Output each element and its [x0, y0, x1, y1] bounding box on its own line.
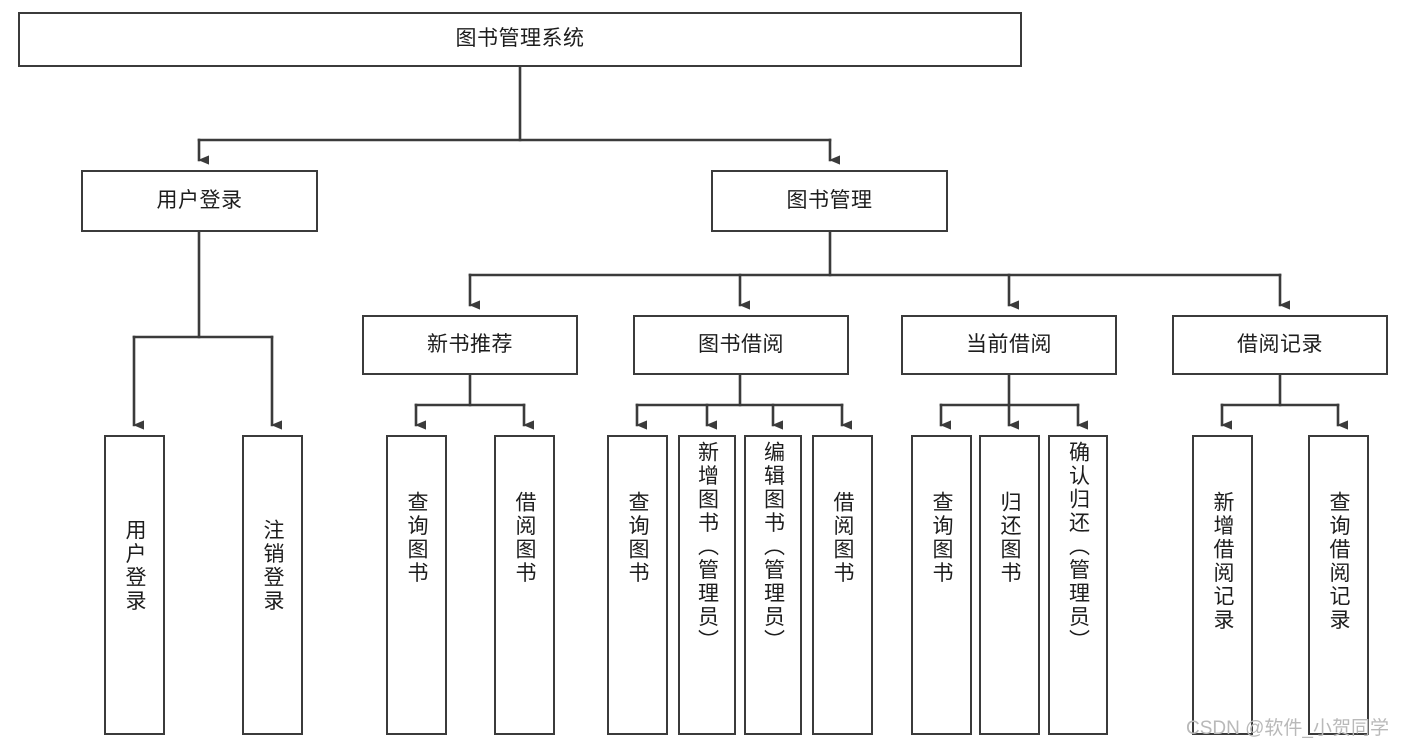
leaf-user-login-login[interactable]: 用户登录 — [104, 435, 165, 735]
node-label: 用户登录 — [156, 188, 243, 212]
leaf-user-login-logout[interactable]: 注销登录 — [242, 435, 303, 735]
node-label: 借阅图书 — [831, 491, 854, 585]
node-label: 用户登录 — [123, 519, 146, 613]
node-book-management[interactable]: 图书管理 — [711, 170, 948, 232]
leaf-current-borrow-confirm-return-admin[interactable]: 确认归还（管理员） — [1048, 435, 1108, 735]
node-label: 查询图书 — [626, 491, 649, 585]
leaf-book-borrow-edit-book-admin[interactable]: 编辑图书（管理员） — [744, 435, 802, 735]
node-user-login[interactable]: 用户登录 — [81, 170, 318, 232]
node-label: 归还图书 — [998, 491, 1021, 585]
node-label: 注销登录 — [261, 519, 284, 613]
node-label: 新增图书（管理员） — [695, 441, 719, 653]
node-root-book-management-system[interactable]: 图书管理系统 — [18, 12, 1022, 67]
node-label: 借阅记录 — [1237, 332, 1323, 356]
node-label: 图书管理系统 — [455, 27, 585, 51]
node-label: 查询图书 — [930, 491, 953, 585]
node-label: 当前借阅 — [966, 332, 1052, 356]
node-label: 查询图书 — [405, 491, 428, 585]
node-label: 编辑图书（管理员） — [761, 441, 785, 653]
leaf-borrow-record-query-record[interactable]: 查询借阅记录 — [1308, 435, 1369, 735]
leaf-new-book-borrow-book[interactable]: 借阅图书 — [494, 435, 555, 735]
node-label: 新书推荐 — [427, 332, 513, 356]
leaf-book-borrow-add-book-admin[interactable]: 新增图书（管理员） — [678, 435, 736, 735]
leaf-book-borrow-query-book[interactable]: 查询图书 — [607, 435, 668, 735]
leaf-new-book-query-book[interactable]: 查询图书 — [386, 435, 447, 735]
node-label: 图书管理 — [786, 188, 873, 212]
node-label: 确认归还（管理员） — [1066, 441, 1090, 653]
node-label: 新增借阅记录 — [1211, 491, 1234, 632]
node-new-book-recommend[interactable]: 新书推荐 — [362, 315, 578, 375]
node-book-borrow[interactable]: 图书借阅 — [633, 315, 849, 375]
node-current-borrow[interactable]: 当前借阅 — [901, 315, 1117, 375]
leaf-current-borrow-return-book[interactable]: 归还图书 — [979, 435, 1040, 735]
node-borrow-record[interactable]: 借阅记录 — [1172, 315, 1388, 375]
watermark: CSDN @软件_小贺同学 — [1186, 718, 1389, 739]
node-label: 借阅图书 — [513, 491, 536, 585]
leaf-book-borrow-borrow-book[interactable]: 借阅图书 — [812, 435, 873, 735]
node-label: 图书借阅 — [698, 332, 784, 356]
node-label: 查询借阅记录 — [1327, 491, 1350, 632]
leaf-borrow-record-add-record[interactable]: 新增借阅记录 — [1192, 435, 1253, 735]
leaf-current-borrow-query-book[interactable]: 查询图书 — [911, 435, 972, 735]
